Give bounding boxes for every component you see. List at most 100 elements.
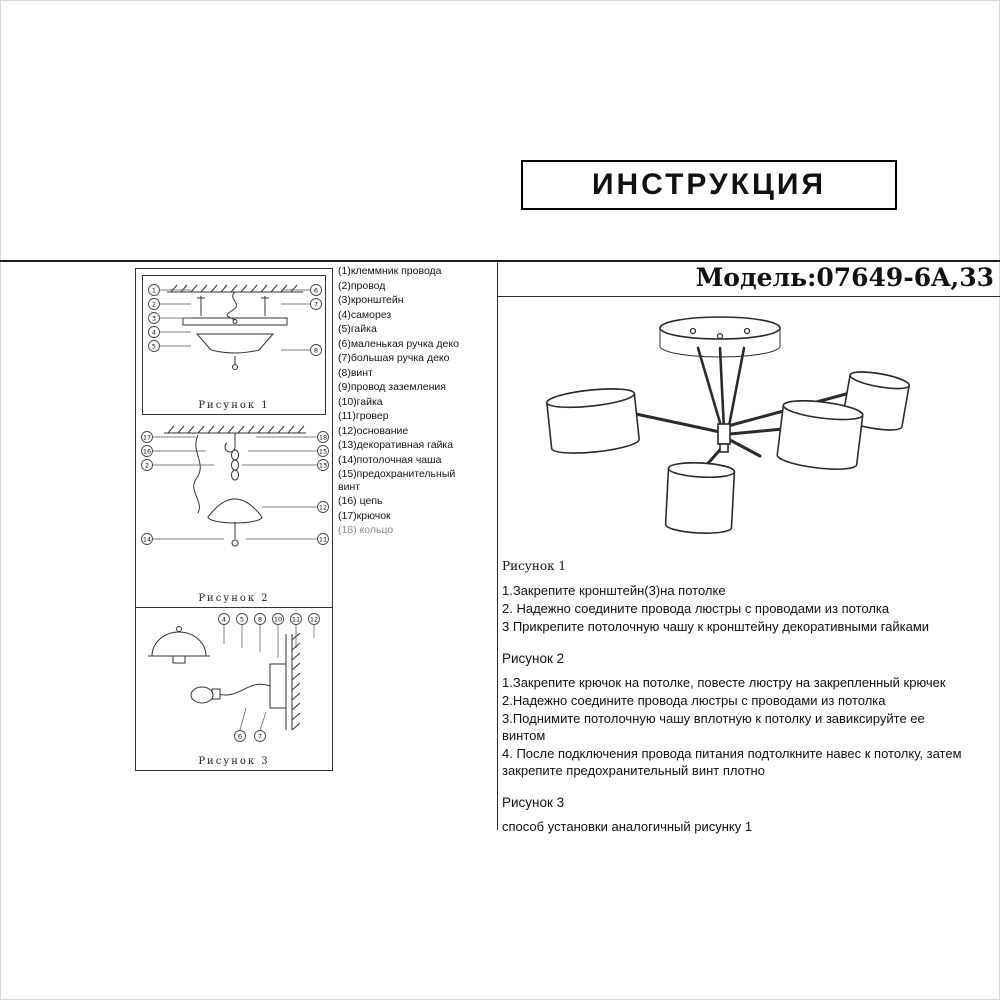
instruction-block-1: Рисунок 1 1.Закрепите кронштейн(3)на пот… [502,558,962,635]
page-title: ИНСТРУКЦИЯ [591,168,827,201]
figure-1: 1 2 3 4 5 6 7 8 Рисунок 1 [136,269,332,421]
svg-text:5: 5 [152,343,156,351]
callout-numbers: 17 16 2 14 18 15 13 12 11 [141,431,329,545]
figure2-heading: Рисунок 2 [502,651,565,666]
part-item: (12)основание [338,424,409,437]
svg-text:15: 15 [319,448,327,456]
ceiling-hatch [167,284,303,293]
instruction-step: 3 Прикрепите потолочную чашу к кронштейн… [502,619,930,634]
figure1-drawing: 1 2 3 4 5 6 7 8 [148,284,322,370]
svg-text:3: 3 [152,315,156,323]
instruction-step: 2.Надежно соедините провода люстры с про… [502,693,886,708]
leader-lines [152,436,318,540]
instruction-step: 1.Закрепите кронштейн(3)на потолке [502,583,726,598]
chain-link [231,469,239,481]
wall-plate [269,663,287,709]
part-item: (13)декоративная гайка [338,439,454,451]
figure1-steps: 1.Закрепите кронштейн(3)на потолке 2. Над… [502,582,962,635]
svg-text:8: 8 [258,616,262,624]
lamp-arm [217,683,271,696]
figure1-label: Рисунок 1 [198,400,270,411]
instruction-step: 4. После подключения провода питания под… [502,746,962,778]
part-item: (8)винт [338,366,373,379]
canopy-cup [207,498,263,524]
bracket [182,317,288,326]
figure3-steps: способ установки аналогичный рисунку 1 [502,818,962,835]
instructions-section: Рисунок 1 1.Закрепите кронштейн(3)на пот… [502,558,962,836]
wire [226,291,237,321]
dome-base [172,655,186,664]
figure3-heading: Рисунок 3 [502,795,565,810]
part-item: (7)большая ручка деко [338,352,450,364]
parts-list: (1)клеммник провода (2)провод (3)кронштейн… [338,265,462,539]
model-underline [497,296,1000,297]
chandelier-drawing [546,316,911,534]
instruction-step: способ установки аналогичный рисунку 1 [502,819,753,834]
dome-shade [151,631,207,657]
svg-text:11: 11 [319,536,327,544]
ceiling-hatch [164,425,306,434]
canopy-screw [743,327,751,335]
hook [224,433,236,453]
instruction-step: 3.Поднимите потолочную чашу вплотную к п… [502,711,925,743]
figure-2: 17 16 2 14 18 15 13 12 11 Рисунок 2 [136,421,332,608]
svg-text:12: 12 [310,616,318,624]
shade-bottom [664,462,736,534]
leader-lines [223,625,315,731]
leader-lines [159,289,311,351]
figure2-steps: 1.Закрепите крючок на потолке, повесте л… [502,674,962,779]
canopy-screw [689,327,697,335]
svg-text:4: 4 [152,329,156,337]
part-item: (4)саморез [338,308,392,321]
wire [193,434,201,514]
hub-nut [719,443,729,453]
canopy-screw [716,332,724,340]
column-divider [497,262,498,830]
wall-hatch [285,632,301,731]
figure1-caption: Рисунок 1 [502,559,567,573]
model-number: Модель:07649-6A,33 [695,263,994,292]
part-item: (11)гровер [338,410,389,422]
svg-text:12: 12 [319,504,327,512]
instruction-step: 2. Надежно соедините провода люстры с пр… [502,601,890,616]
bulb [190,686,214,704]
instruction-block-3: Рисунок 3 способ установки аналогичный р… [502,794,962,835]
part-item: (18) кольцо [338,524,394,536]
instruction-block-2: Рисунок 2 1.Закрепите крючок на потолке,… [502,650,962,779]
title-box: ИНСТРУКЦИЯ [521,160,897,210]
figure-1-frame: 1 2 3 4 5 6 7 8 Рисунок 1 [142,275,326,415]
part-item: (1)клеммник провода [338,265,442,277]
chain-link [231,449,239,461]
callout-numbers: 4 5 8 10 11 12 6 7 [218,613,320,742]
hanging-rods [696,346,746,432]
top-divider [0,260,1000,262]
svg-text:2: 2 [145,462,149,470]
figure2-label: Рисунок 2 [198,593,270,604]
part-item: (3)кронштейн [338,294,404,306]
figure3-drawing: 4 5 8 10 11 12 6 7 [148,613,320,742]
svg-text:16: 16 [143,448,151,456]
chain-link [231,459,239,471]
svg-text:6: 6 [314,287,318,295]
svg-text:1: 1 [152,287,156,295]
ceiling-cup [195,333,275,354]
svg-text:14: 14 [143,536,151,544]
svg-text:10: 10 [274,616,282,624]
svg-text:2: 2 [152,301,156,309]
figure2-drawing: 17 16 2 14 18 15 13 12 11 [141,425,329,547]
part-item: (5)гайка [338,323,377,335]
callout-numbers: 1 2 3 4 5 6 7 8 [148,284,322,356]
figure-3: 4 5 8 10 11 12 6 7 Рисунок 3 [136,608,332,770]
part-item: (10)гайка [338,395,383,408]
part-item: (2)провод [338,279,386,292]
part-item: (9)провод заземления [338,381,446,393]
shade-left [546,388,640,454]
finial [232,364,238,370]
svg-text:17: 17 [143,434,151,442]
svg-text:6: 6 [238,733,242,741]
instruction-step: 1.Закрепите крючок на потолке, повесте л… [502,675,946,690]
dome-finial [176,626,182,632]
svg-text:5: 5 [240,616,244,624]
figure3-label: Рисунок 3 [198,756,270,767]
stem-knob [231,539,239,547]
